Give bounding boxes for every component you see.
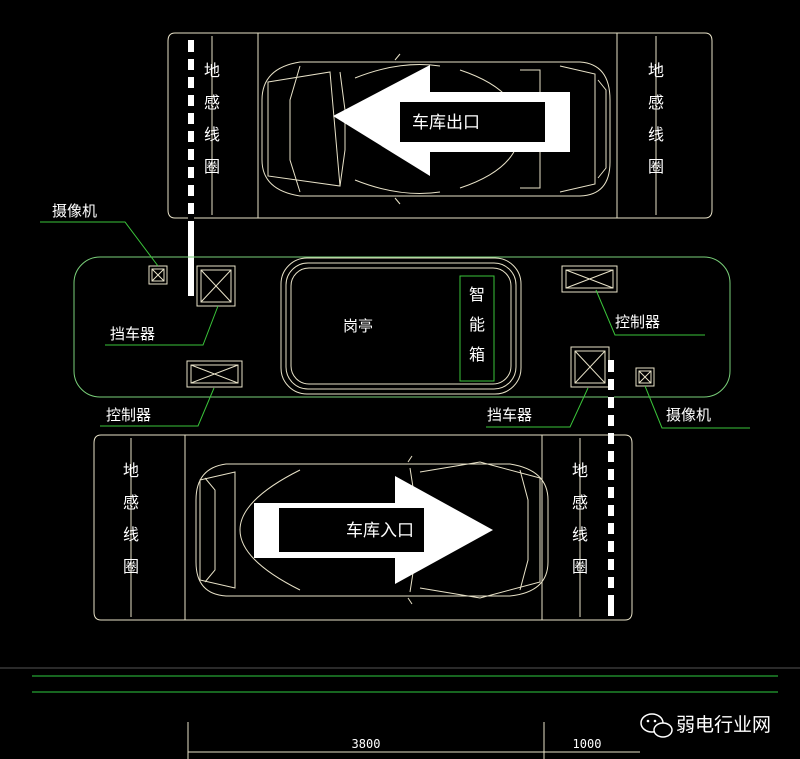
loop-char-4: 圈	[572, 557, 588, 576]
ground-lines	[0, 667, 800, 693]
loop-char-2: 感	[204, 93, 220, 112]
car-entry	[195, 455, 549, 605]
controller-left	[186, 360, 243, 388]
smart-box: 智 能 箱	[459, 275, 495, 382]
central-island: 岗亭 智 能 箱	[73, 256, 731, 398]
camera-entry	[635, 367, 655, 387]
controller-label-right: 控制器	[615, 313, 660, 331]
wechat-icon	[640, 713, 673, 738]
loop-char-3: 线	[204, 125, 220, 144]
guard-booth: 岗亭 智 能 箱	[280, 257, 522, 395]
entry-lane: 地 感 线 圈 地 感 线 圈 车库入	[93, 360, 633, 621]
loop-char-1: 地	[648, 61, 664, 80]
loop-char-1: 地	[123, 461, 139, 480]
exit-label: 车库出口	[412, 113, 480, 133]
barrier-arm-exit	[188, 40, 194, 296]
entry-arrow: 车库入口	[254, 476, 493, 584]
camera-label-entry: 摄像机	[666, 406, 711, 424]
controller-right	[561, 265, 618, 293]
entry-label: 车库入口	[346, 521, 414, 541]
annotations	[40, 221, 750, 429]
loop-char-4: 圈	[204, 157, 220, 176]
barrier-label-entry: 挡车器	[487, 406, 532, 424]
loop-char-2: 感	[123, 493, 139, 512]
controller-label-left: 控制器	[106, 406, 151, 424]
loop-char-2: 感	[648, 93, 664, 112]
dimension-1000: 1000	[573, 737, 602, 751]
loop-detector-entry-right: 地 感 线 圈	[541, 434, 633, 621]
loop-char-3: 线	[572, 525, 588, 544]
loop-char-3: 线	[123, 525, 139, 544]
barrier-label-exit: 挡车器	[110, 325, 155, 343]
dimension-3800: 3800	[352, 737, 381, 751]
barrier-unit-exit	[196, 265, 236, 307]
loop-char-1: 地	[572, 461, 588, 480]
exit-lane: 地 感 线 圈 地 感 线 圈	[167, 32, 713, 296]
brand-watermark: 弱电行业网	[676, 714, 771, 736]
loop-char-3: 线	[648, 125, 664, 144]
car-exit	[261, 53, 611, 205]
barrier-arm-entry	[608, 360, 614, 616]
camera-exit	[148, 265, 168, 285]
loop-char-4: 圈	[648, 157, 664, 176]
exit-arrow: 车库出口	[333, 65, 570, 176]
loop-char-2: 感	[572, 493, 588, 512]
loop-detector-exit-left: 地 感 线 圈	[167, 32, 259, 219]
booth-label: 岗亭	[343, 317, 373, 335]
smartbox-char-3: 箱	[469, 345, 485, 364]
loop-detector-exit-right: 地 感 线 圈	[616, 32, 713, 219]
smartbox-char-1: 智	[469, 285, 485, 304]
loop-char-4: 圈	[123, 557, 139, 576]
camera-label-exit: 摄像机	[52, 202, 97, 220]
loop-detector-entry-left: 地 感 线 圈	[93, 434, 186, 621]
smartbox-char-2: 能	[469, 315, 485, 334]
dimension-line	[187, 722, 640, 759]
barrier-unit-entry	[570, 346, 610, 388]
loop-char-1: 地	[204, 61, 220, 80]
